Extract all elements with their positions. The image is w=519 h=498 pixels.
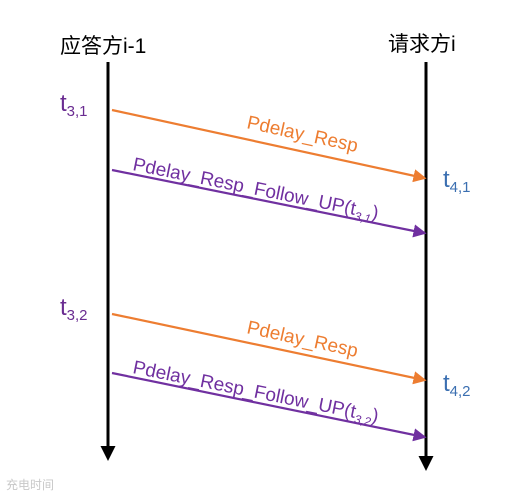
follow-up-arrow-1	[111, 168, 427, 238]
watermark: 充电时间	[6, 478, 55, 492]
pdelay-resp-arrow-2	[111, 312, 427, 385]
follow-up-label-1-subscript: 3,1	[353, 209, 372, 226]
follow-up-label-2: Pdelay_Resp_Follow_UP(t3,2)	[130, 357, 380, 430]
timestamp-t41: t4,1	[443, 166, 471, 196]
timestamp-t31: t3,1	[60, 90, 88, 120]
pdelay-resp-arrow-1	[111, 108, 427, 183]
requester-header: 请求方i	[388, 33, 456, 56]
responder-header: 应答方i-1	[60, 35, 147, 58]
follow-up-label-2-subscript: 3,2	[353, 412, 372, 429]
pdelay-resp-label-1: Pdelay_Resp	[245, 112, 360, 157]
follow-up-label-1: Pdelay_Resp_Follow_UP(t3,1)	[130, 154, 380, 227]
timestamp-t32: t3,2	[60, 294, 88, 324]
follow-up-arrow-2	[111, 371, 427, 442]
timestamp-t42: t4,2	[443, 370, 471, 400]
